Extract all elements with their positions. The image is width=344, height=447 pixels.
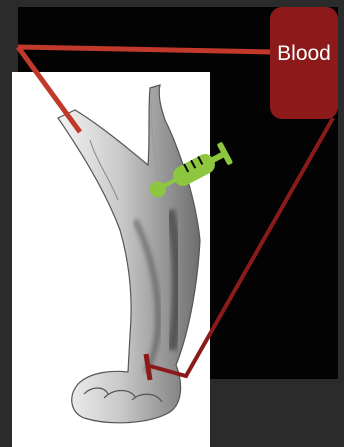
blood-label: Blood	[277, 43, 331, 64]
blood-box: Blood	[270, 7, 338, 119]
